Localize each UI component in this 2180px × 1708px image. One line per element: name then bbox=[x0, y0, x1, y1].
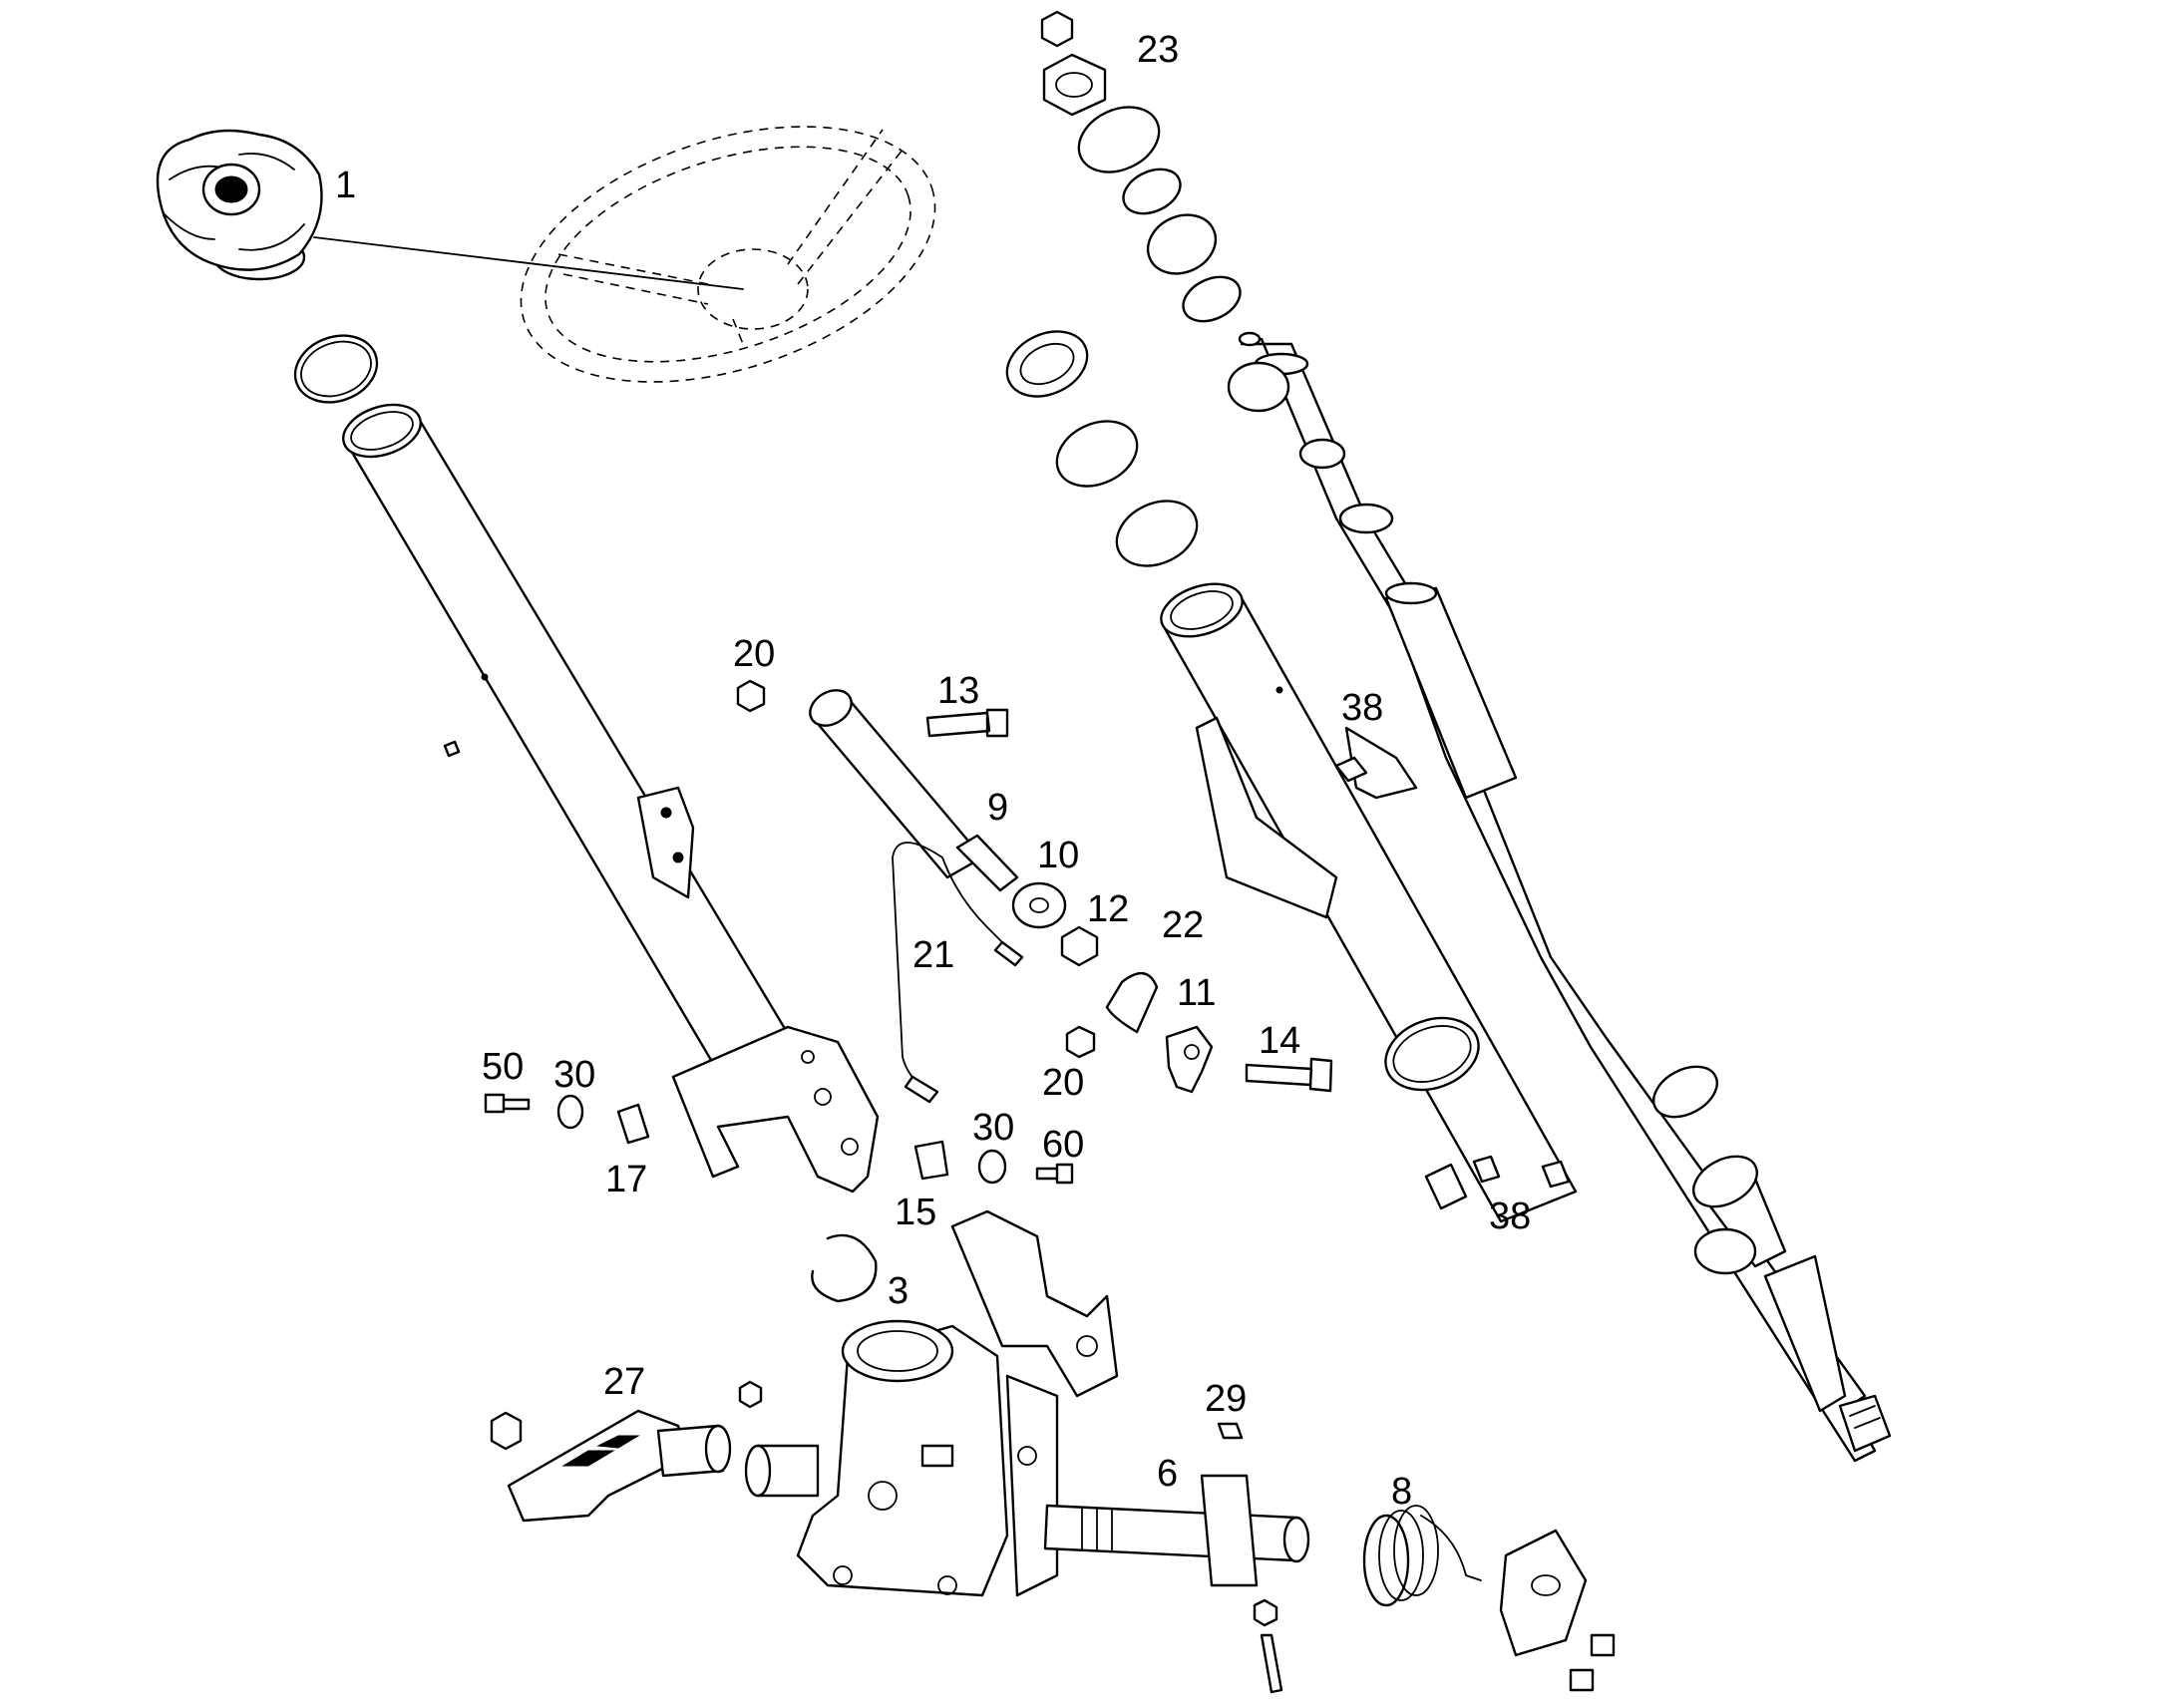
nut-23-small bbox=[1040, 10, 1074, 48]
label-20-upper: 20 bbox=[733, 633, 775, 675]
label-1: 1 bbox=[335, 165, 356, 206]
base-bracket bbox=[744, 1209, 1119, 1597]
label-60: 60 bbox=[1042, 1124, 1084, 1166]
clamp-plate bbox=[1499, 1529, 1588, 1657]
screw-60 bbox=[1035, 1163, 1074, 1185]
ring-23-1 bbox=[1077, 106, 1161, 173]
circlip bbox=[811, 1233, 878, 1303]
release-cable bbox=[892, 842, 1013, 1093]
label-15: 15 bbox=[895, 1192, 936, 1233]
nut-38-lower-2 bbox=[1541, 1160, 1571, 1189]
cap-emblem-icon bbox=[214, 175, 248, 203]
label-29: 29 bbox=[1205, 1378, 1247, 1420]
nut-12 bbox=[1060, 925, 1099, 967]
circlip-left-1 bbox=[1055, 420, 1139, 488]
label-13: 13 bbox=[937, 670, 979, 712]
washer-10 bbox=[1011, 881, 1067, 929]
shaft-6 bbox=[1043, 1474, 1310, 1587]
label-10: 10 bbox=[1037, 835, 1079, 876]
nut-23-large bbox=[1042, 53, 1107, 117]
label-27: 27 bbox=[603, 1361, 645, 1403]
washer-30-left bbox=[556, 1094, 584, 1130]
label-38-lower: 38 bbox=[1489, 1196, 1531, 1237]
arrow-marking-icon bbox=[561, 1435, 640, 1467]
screw-right-2 bbox=[1569, 1668, 1595, 1692]
nut-38-upper bbox=[1334, 756, 1368, 783]
small-screw bbox=[443, 740, 461, 758]
retaining-ring-shaft-2 bbox=[1692, 1155, 1758, 1208]
steering-cap bbox=[156, 129, 323, 281]
steering-shaft bbox=[1227, 331, 1892, 1463]
label-14: 14 bbox=[1259, 1020, 1300, 1062]
screw-50 bbox=[484, 1093, 531, 1114]
outer-column-tube bbox=[342, 403, 880, 1194]
lever-bracket-11 bbox=[1165, 1025, 1214, 1094]
nut-20-lower bbox=[1065, 1025, 1096, 1059]
washer-30-right bbox=[977, 1149, 1007, 1185]
label-9: 9 bbox=[987, 787, 1008, 829]
label-20-lower: 20 bbox=[1042, 1062, 1084, 1104]
label-23: 23 bbox=[1137, 29, 1179, 71]
ring-23-2 bbox=[1146, 213, 1218, 275]
clip-22 bbox=[1105, 972, 1159, 1034]
bearing-ring bbox=[1005, 330, 1089, 398]
nut-38-lower-1 bbox=[1472, 1155, 1501, 1184]
o-ring bbox=[293, 334, 379, 404]
nut-20-upper bbox=[736, 679, 766, 713]
label-11: 11 bbox=[1177, 972, 1216, 1014]
retaining-ring-shaft-1 bbox=[1652, 1065, 1718, 1119]
label-3: 3 bbox=[888, 1270, 908, 1312]
label-12: 12 bbox=[1087, 888, 1129, 930]
label-30-right: 30 bbox=[972, 1107, 1014, 1149]
label-21: 21 bbox=[912, 934, 954, 976]
circlip-left-2 bbox=[1115, 500, 1199, 567]
label-22: 22 bbox=[1162, 904, 1204, 946]
steering-wheel-outline bbox=[520, 126, 936, 383]
nut-29 bbox=[1217, 1422, 1244, 1440]
nut-small bbox=[738, 1380, 763, 1409]
circlip-23-1 bbox=[1122, 168, 1182, 215]
label-30-left: 30 bbox=[553, 1054, 595, 1096]
circlip-23-2 bbox=[1182, 275, 1242, 323]
bushing-17 bbox=[616, 1103, 650, 1145]
torsion-spring-8 bbox=[1362, 1505, 1482, 1607]
lever-27 bbox=[507, 1409, 690, 1523]
gas-spring bbox=[809, 689, 1019, 892]
label-8: 8 bbox=[1391, 1471, 1412, 1513]
screw-right-1 bbox=[1590, 1633, 1616, 1657]
label-50: 50 bbox=[482, 1046, 524, 1088]
label-17: 17 bbox=[605, 1159, 647, 1200]
bolt-14 bbox=[1245, 1057, 1333, 1093]
bushing-15 bbox=[913, 1140, 949, 1181]
bolt-13 bbox=[925, 708, 1009, 738]
inner-column-tube bbox=[1160, 582, 1578, 1223]
label-6: 6 bbox=[1157, 1453, 1178, 1495]
label-38-upper: 38 bbox=[1341, 687, 1383, 729]
nut-left bbox=[490, 1411, 523, 1451]
bolt-lower bbox=[1253, 1598, 1283, 1694]
leader-line-cap bbox=[313, 236, 744, 290]
